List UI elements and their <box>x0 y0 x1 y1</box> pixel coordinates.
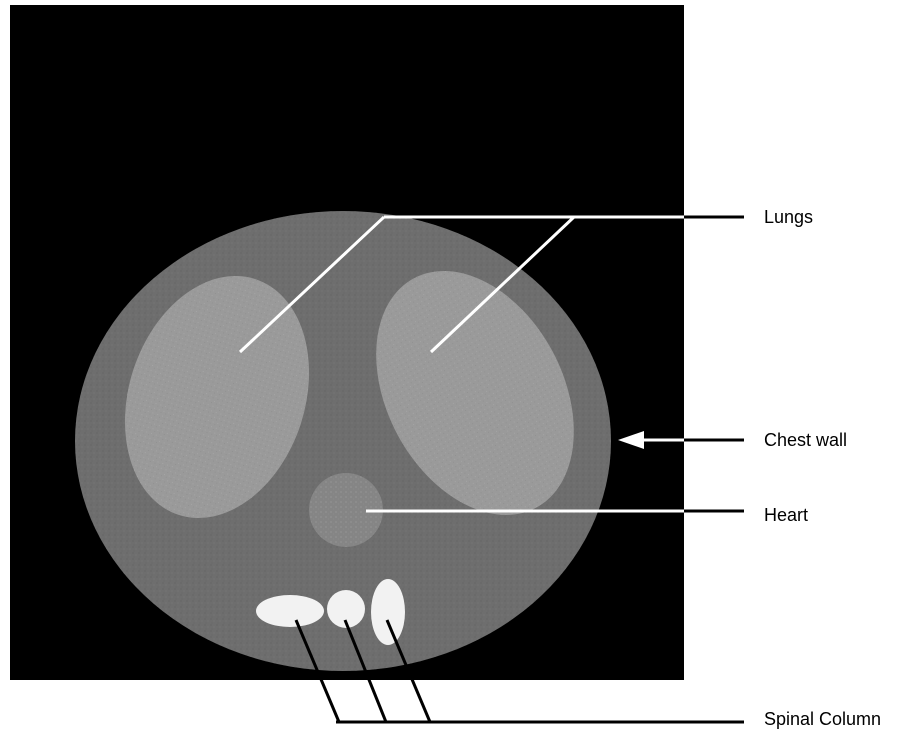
lungs-label: Lungs <box>764 208 813 226</box>
vertebra-left <box>256 595 324 627</box>
chest-wall-label: Chest wall <box>764 431 847 449</box>
heart-label: Heart <box>764 506 808 524</box>
vertebra-right <box>371 579 405 645</box>
spinal-column-label: Spinal Column <box>764 710 881 728</box>
